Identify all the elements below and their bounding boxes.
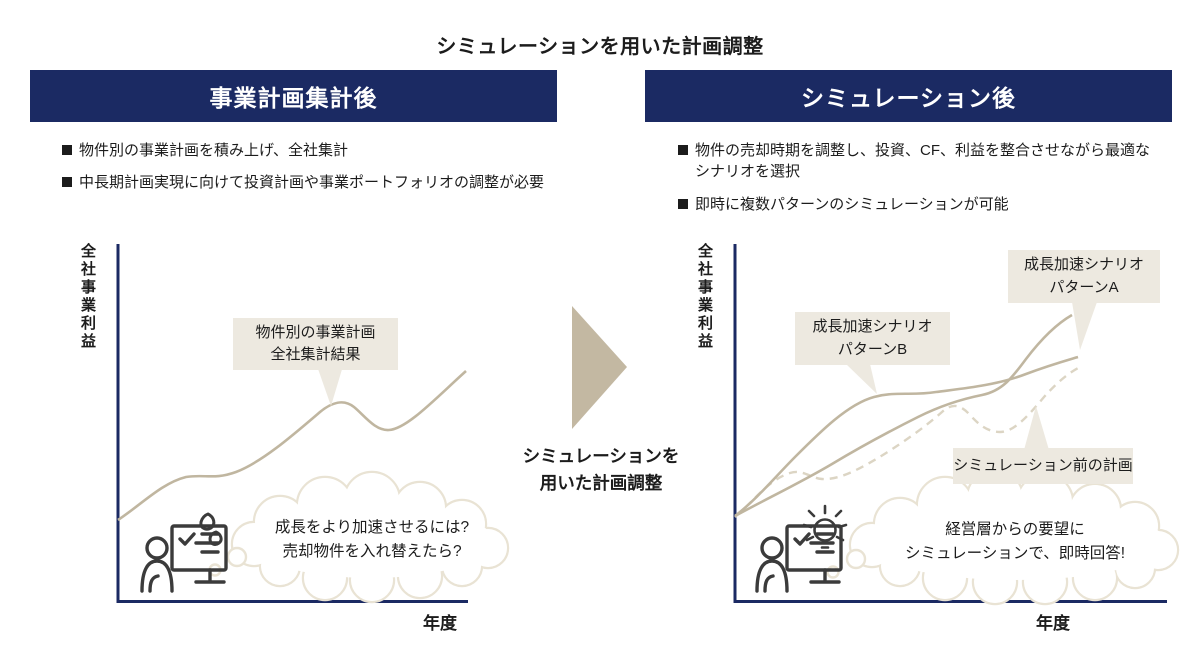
bullet-item: 即時に複数パターンのシミュレーションが可能: [678, 194, 1164, 215]
before-label-tail: [1024, 406, 1049, 450]
left-chart-axes: [116, 244, 468, 603]
sweat-drops-icon: [199, 512, 223, 546]
bullet-square-icon: [678, 145, 688, 155]
pattern-a-label-tail: [1072, 302, 1097, 350]
page-title: シミュレーションを用いた計画調整: [436, 36, 764, 58]
right-panel-header: シミュレーション後: [645, 70, 1172, 122]
person-at-computer-icon: [140, 524, 228, 593]
pattern-a-label-box: 成長加速シナリオ パターンA: [1008, 250, 1160, 303]
before-simulation-curve: [734, 365, 1081, 518]
person-at-computer-icon: [755, 524, 843, 593]
bullet-item: 中長期計画実現に向けて投資計画や事業ポートフォリオの調整が必要: [62, 172, 548, 193]
right-bullet-list: 物件の売却時期を調整し、投資、CF、利益を整合させながら最適なシナリオを選択 即…: [678, 140, 1164, 226]
thought-trail-right: [826, 548, 867, 579]
right-panel-header-label: シミュレーション後: [800, 85, 1017, 111]
left-panel-header-label: 事業計画集計後: [209, 85, 378, 111]
lightbulb-icon: [802, 504, 848, 549]
left-panel-header: 事業計画集計後: [30, 70, 557, 122]
bullet-item: 物件別の事業計画を積み上げ、全社集計: [62, 140, 548, 161]
pattern-a-curve: [734, 313, 1073, 518]
thought-cloud-text-right: 経営層からの要望に シミュレーションで、即時回答!: [904, 521, 1126, 563]
right-x-axis-label: 年度: [1036, 614, 1070, 633]
left-y-axis-label: 全社事業利益: [79, 243, 96, 351]
thought-cloud-text-left: 成長をより加速させるには? 売却物件を入れ替えたら?: [274, 519, 470, 561]
thought-cloud-left-fill: [233, 473, 507, 601]
thought-cloud-right-fill: [851, 471, 1177, 603]
pattern-b-label-tail: [846, 364, 877, 394]
left-label-tail: [317, 366, 343, 406]
transition-arrow-label: シミュレーションを 用いた計画調整: [522, 446, 680, 494]
bullet-square-icon: [62, 177, 72, 188]
bullet-text: 物件の売却時期を調整し、投資、CF、利益を整合させながら最適なシナリオを選択: [695, 142, 1150, 181]
series-label-box: 物件別の事業計画 全社集計結果: [233, 318, 398, 370]
bullet-text: 物件別の事業計画を積み上げ、全社集計: [79, 142, 348, 159]
bullet-item: 物件の売却時期を調整し、投資、CF、利益を整合させながら最適なシナリオを選択: [678, 140, 1164, 183]
bullet-square-icon: [62, 145, 72, 155]
left-profit-curve: [117, 370, 467, 522]
bullet-square-icon: [678, 198, 688, 209]
pattern-b-label-box: 成長加速シナリオ パターンB: [795, 312, 950, 365]
bullet-text: 中長期計画実現に向けて投資計画や事業ポートフォリオの調整が必要: [79, 174, 545, 192]
left-bullet-list: 物件別の事業計画を積み上げ、全社集計 中長期計画実現に向けて投資計画や事業ポート…: [62, 140, 548, 205]
right-chart-axes: [733, 244, 1167, 603]
before-simulation-label-box: シミュレーション前の計画: [953, 448, 1133, 484]
right-y-axis-label: 全社事業利益: [696, 243, 713, 351]
pattern-b-curve: [734, 355, 1079, 518]
bullet-text: 即時に複数パターンのシミュレーションが可能: [695, 195, 1009, 213]
left-x-axis-label: 年度: [423, 614, 457, 633]
arrow-right-icon: [572, 306, 627, 429]
